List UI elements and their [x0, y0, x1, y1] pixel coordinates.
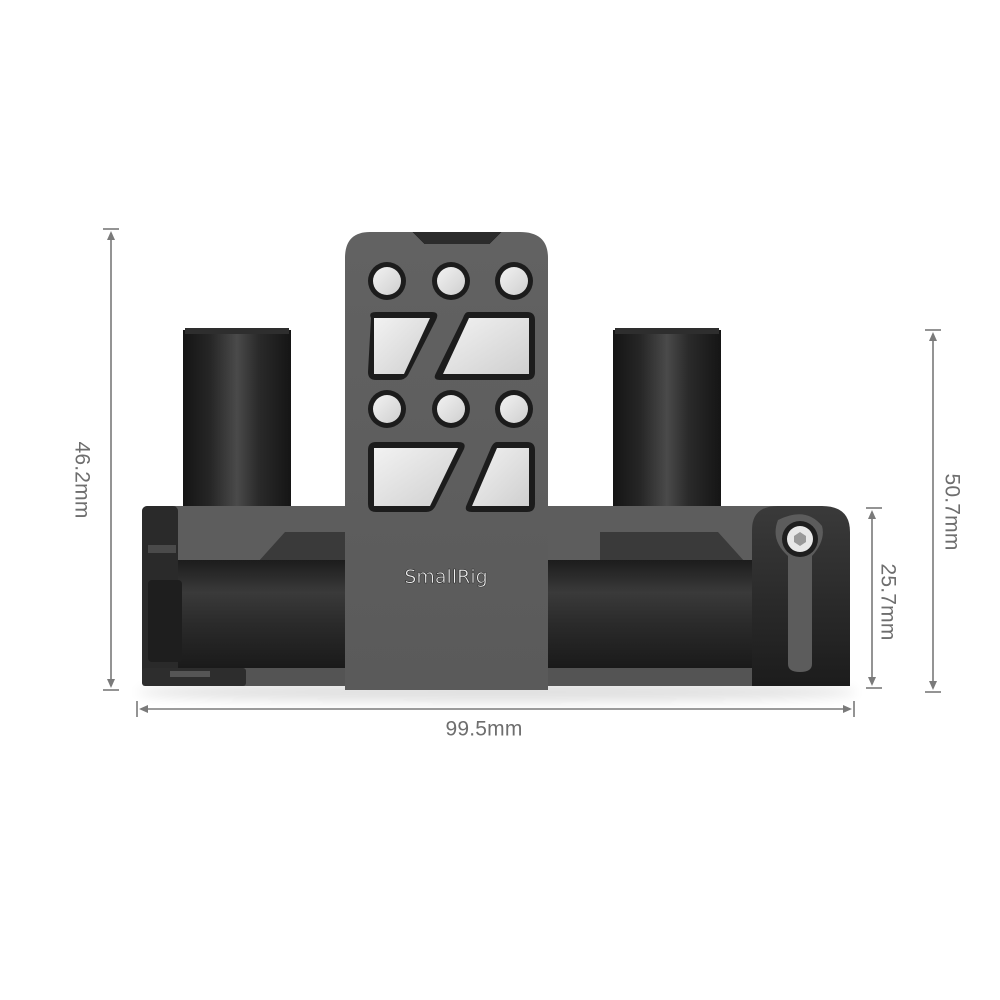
dimension-line-width [136, 701, 855, 717]
plate-slots-top [368, 312, 535, 380]
brand-logo: SmallRig [404, 566, 487, 588]
dimension-line-left-height [103, 228, 119, 691]
right-rod [613, 328, 721, 510]
hex-screw-icon [794, 532, 806, 546]
left-rod [183, 328, 291, 510]
cheese-plate: SmallRig [345, 232, 548, 690]
dimension-label-right-outer-height: 50.7mm [940, 473, 964, 551]
dimension-lines [103, 228, 941, 717]
dimension-label-left-height: 46.2mm [70, 441, 94, 519]
plate-round-holes-top [368, 262, 533, 300]
plate-slots-bottom [368, 442, 535, 512]
dimension-line-right-outer-height [925, 329, 941, 693]
dimension-line-right-inner-height [866, 507, 882, 689]
locking-lever [752, 506, 850, 686]
dimension-label-right-inner-height: 25.7mm [876, 563, 900, 641]
dimension-label-width: 99.5mm [445, 717, 523, 741]
plate-round-holes-middle [368, 390, 533, 428]
ground-shadow [137, 682, 857, 702]
